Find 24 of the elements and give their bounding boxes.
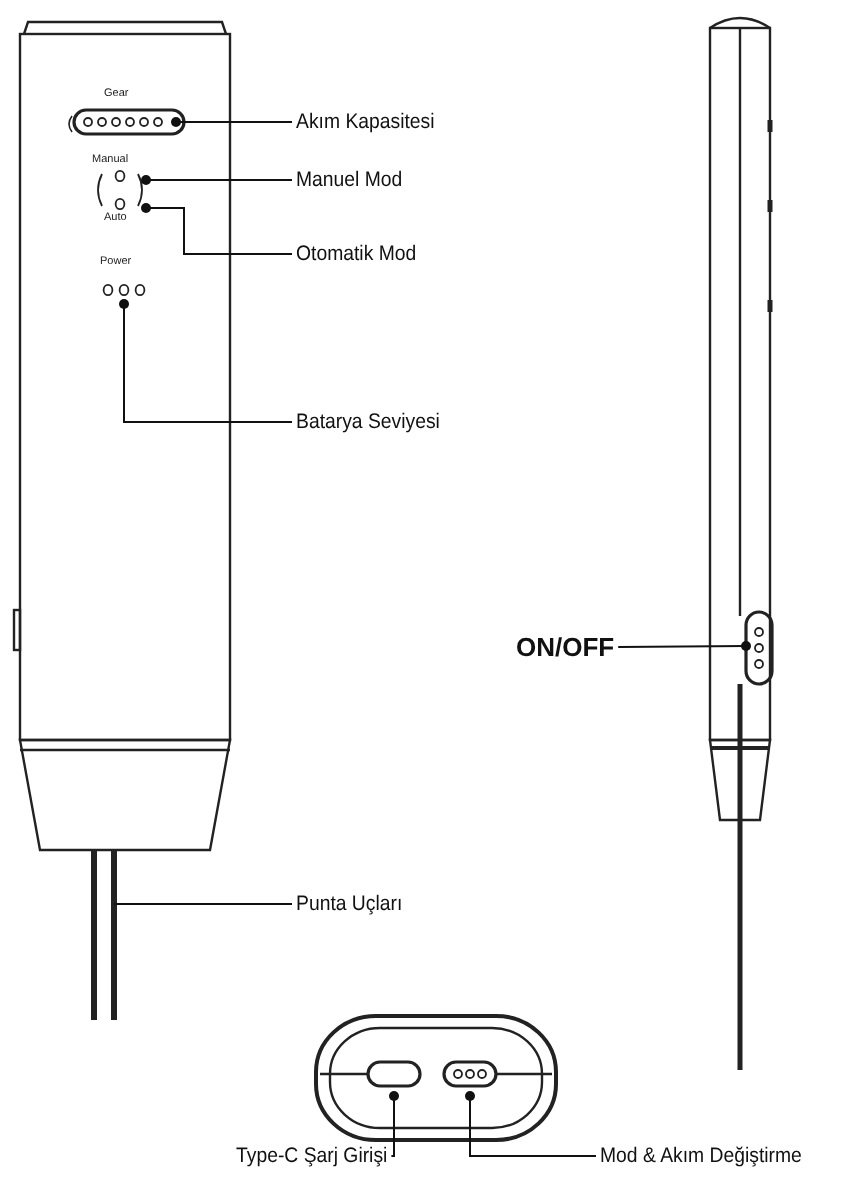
leader-line — [171, 117, 293, 127]
power-button — [744, 610, 774, 686]
callout-label: Punta Uçları — [296, 892, 403, 916]
callout-label: Mod & Akım Değiştirme — [600, 1144, 802, 1168]
mode-button — [442, 1060, 498, 1088]
usb-c-port — [366, 1060, 422, 1088]
leader-line — [389, 1091, 399, 1157]
callout-label: Batarya Seviyesi — [296, 410, 440, 434]
callout-label: Manuel Mod — [296, 168, 403, 192]
leader-line — [617, 641, 751, 651]
leader-line — [141, 175, 293, 185]
leader-line — [119, 299, 293, 423]
callout-label: Akım Kapasitesi — [296, 110, 435, 134]
probe-tips — [91, 850, 117, 1020]
led-indicator-row — [72, 108, 186, 136]
battery-level-lights — [102, 283, 146, 297]
callout-label: Type-C Şarj Girişi — [236, 1144, 388, 1168]
manual-mode-light — [114, 169, 126, 183]
leader-line — [465, 1091, 597, 1157]
leader-line — [141, 203, 293, 255]
auto-mode-light — [114, 197, 126, 211]
callout-label: Otomatik Mod — [296, 242, 417, 266]
leader-line — [113, 903, 293, 905]
callout-label: ON/OFF — [516, 632, 615, 662]
